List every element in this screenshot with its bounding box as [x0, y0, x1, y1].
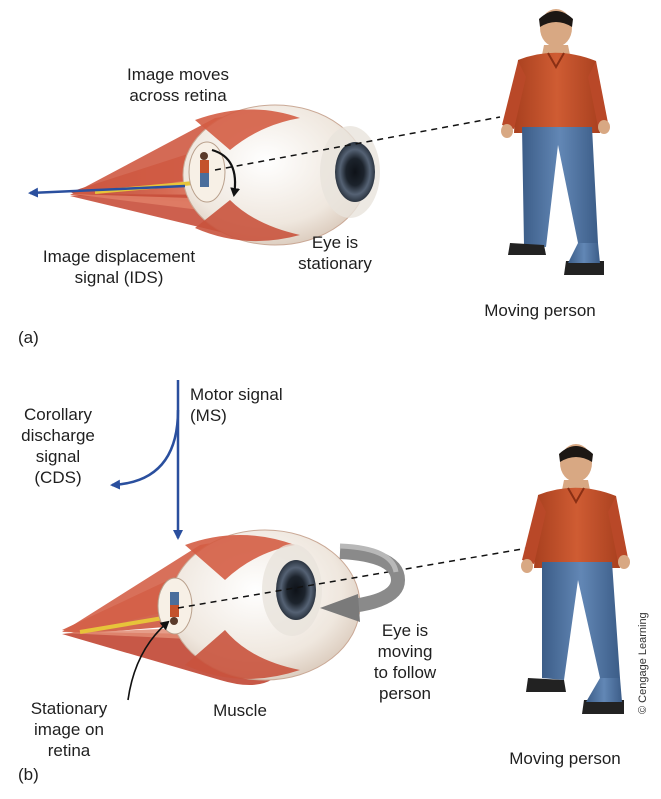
rotation-arrow — [320, 543, 406, 622]
person-b-figure — [521, 444, 630, 714]
muscle-label: Muscle — [213, 701, 267, 720]
panel-a-eye — [70, 104, 380, 246]
image-moves-label: Image moves across retina — [126, 65, 230, 105]
credit-label: © Cengage Learning — [637, 612, 649, 714]
panel-a-label: (a) — [18, 328, 39, 347]
ids-label: Image displacement signal (IDS) — [42, 247, 196, 287]
cds-arrow — [110, 409, 180, 490]
panel-b-eye — [62, 529, 361, 685]
moving-person-label-b: Moving person — [509, 749, 621, 768]
cds-label: Corollary discharge signal (CDS) — [21, 405, 95, 487]
line-of-sight-a — [214, 116, 501, 171]
eye-moving-label: Eye is moving to follow person — [373, 621, 437, 703]
panel-b-label: (b) — [18, 765, 39, 784]
moving-person-label-a: Moving person — [484, 301, 596, 320]
stationary-image-pointer — [127, 620, 170, 701]
motor-signal-label: Motor signal (MS) — [190, 385, 283, 425]
eye-stationary-label: Eye is stationary — [298, 233, 372, 273]
stationary-image-label: Stationary image on retina — [30, 699, 108, 760]
line-of-sight-b — [177, 547, 529, 609]
person-a-figure — [501, 9, 610, 275]
ids-arrow — [28, 184, 186, 198]
